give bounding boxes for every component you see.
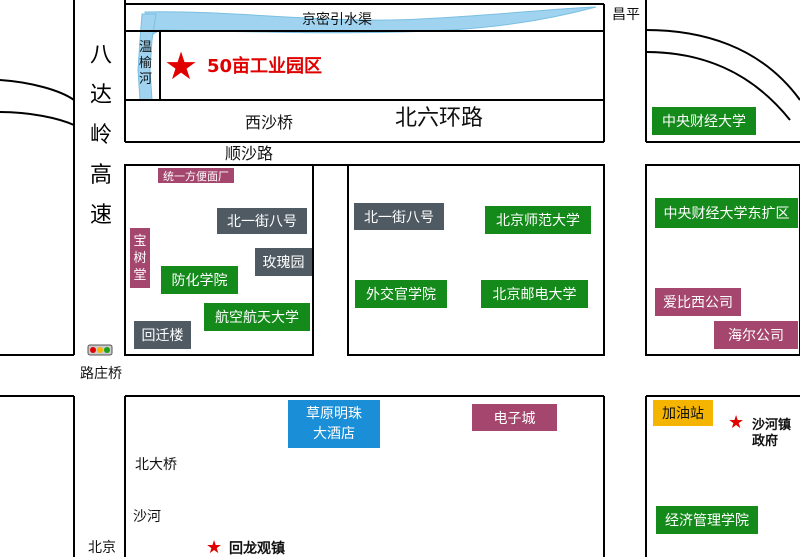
ramp-west-upper [0, 79, 75, 101]
building-caoyuan: 草原明珠大酒店 [288, 400, 380, 448]
building-beiyi-mid: 北一街八号 [354, 203, 444, 230]
building-baoshutang: 宝树堂 [130, 228, 150, 288]
canal-water [144, 6, 597, 37]
label-xisha-bridge: 西沙桥 [245, 113, 294, 132]
building-jingji: 经济管理学院 [656, 506, 758, 534]
block-west [124, 164, 314, 356]
label-beijing: 北京 [88, 540, 116, 556]
building-meiguiyuan: 玫瑰园 [255, 248, 312, 276]
label-jingmi-canal: 京密引水渠 [302, 12, 372, 28]
label-badaling-expressway: 八达岭高速 [89, 43, 112, 228]
label-luzhuang-bridge: 路庄桥 [80, 366, 122, 382]
label-shahe: 沙河 [133, 509, 161, 525]
traffic-light-icon [87, 344, 113, 356]
label-bei-liu-huan-road: 北六环路 [395, 106, 484, 131]
building-abb: 爱比西公司 [655, 288, 741, 316]
star-icon-industrial-park: ★ [164, 44, 199, 88]
star-icon-shahe-gov: ★ [728, 412, 745, 433]
label-changping: 昌平 [612, 7, 640, 23]
building-beiyi-west: 北一街八号 [217, 208, 307, 234]
label-huilongguan: 回龙观镇 [229, 541, 285, 557]
label-beida-bridge: 北大桥 [135, 457, 177, 473]
ramp-west-lower [0, 111, 75, 126]
label-shahe-gov: 沙河镇政府 [752, 418, 792, 449]
east-ramp-lower [645, 51, 791, 121]
block-middle [347, 164, 605, 356]
building-haier: 海尔公司 [714, 321, 798, 349]
star-icon-huilongguan: ★ [206, 537, 223, 558]
building-cufe: 中央财经大学 [652, 107, 756, 135]
building-waijiao: 外交官学院 [355, 280, 447, 308]
building-bupt: 北京邮电大学 [481, 280, 588, 308]
building-bnu: 北京师范大学 [485, 206, 591, 234]
label-wenyu-river: 温榆河 [139, 40, 153, 87]
building-jiayouzhan: 加油站 [653, 400, 713, 426]
building-fanghua: 防化学院 [161, 266, 238, 294]
label-industrial-park: 50亩工业园区 [207, 56, 323, 77]
building-huiqianlou: 回迁楼 [134, 321, 191, 349]
block-east [645, 164, 800, 356]
building-tongyi-noodle: 统一方便面厂 [158, 168, 234, 183]
building-hangkong: 航空航天大学 [204, 303, 310, 331]
east-ramp-upper [645, 29, 800, 101]
building-cufe-east: 中央财经大学东扩区 [655, 198, 798, 228]
building-dianzicheng: 电子城 [472, 404, 557, 431]
label-shunsha-road: 顺沙路 [225, 144, 274, 163]
